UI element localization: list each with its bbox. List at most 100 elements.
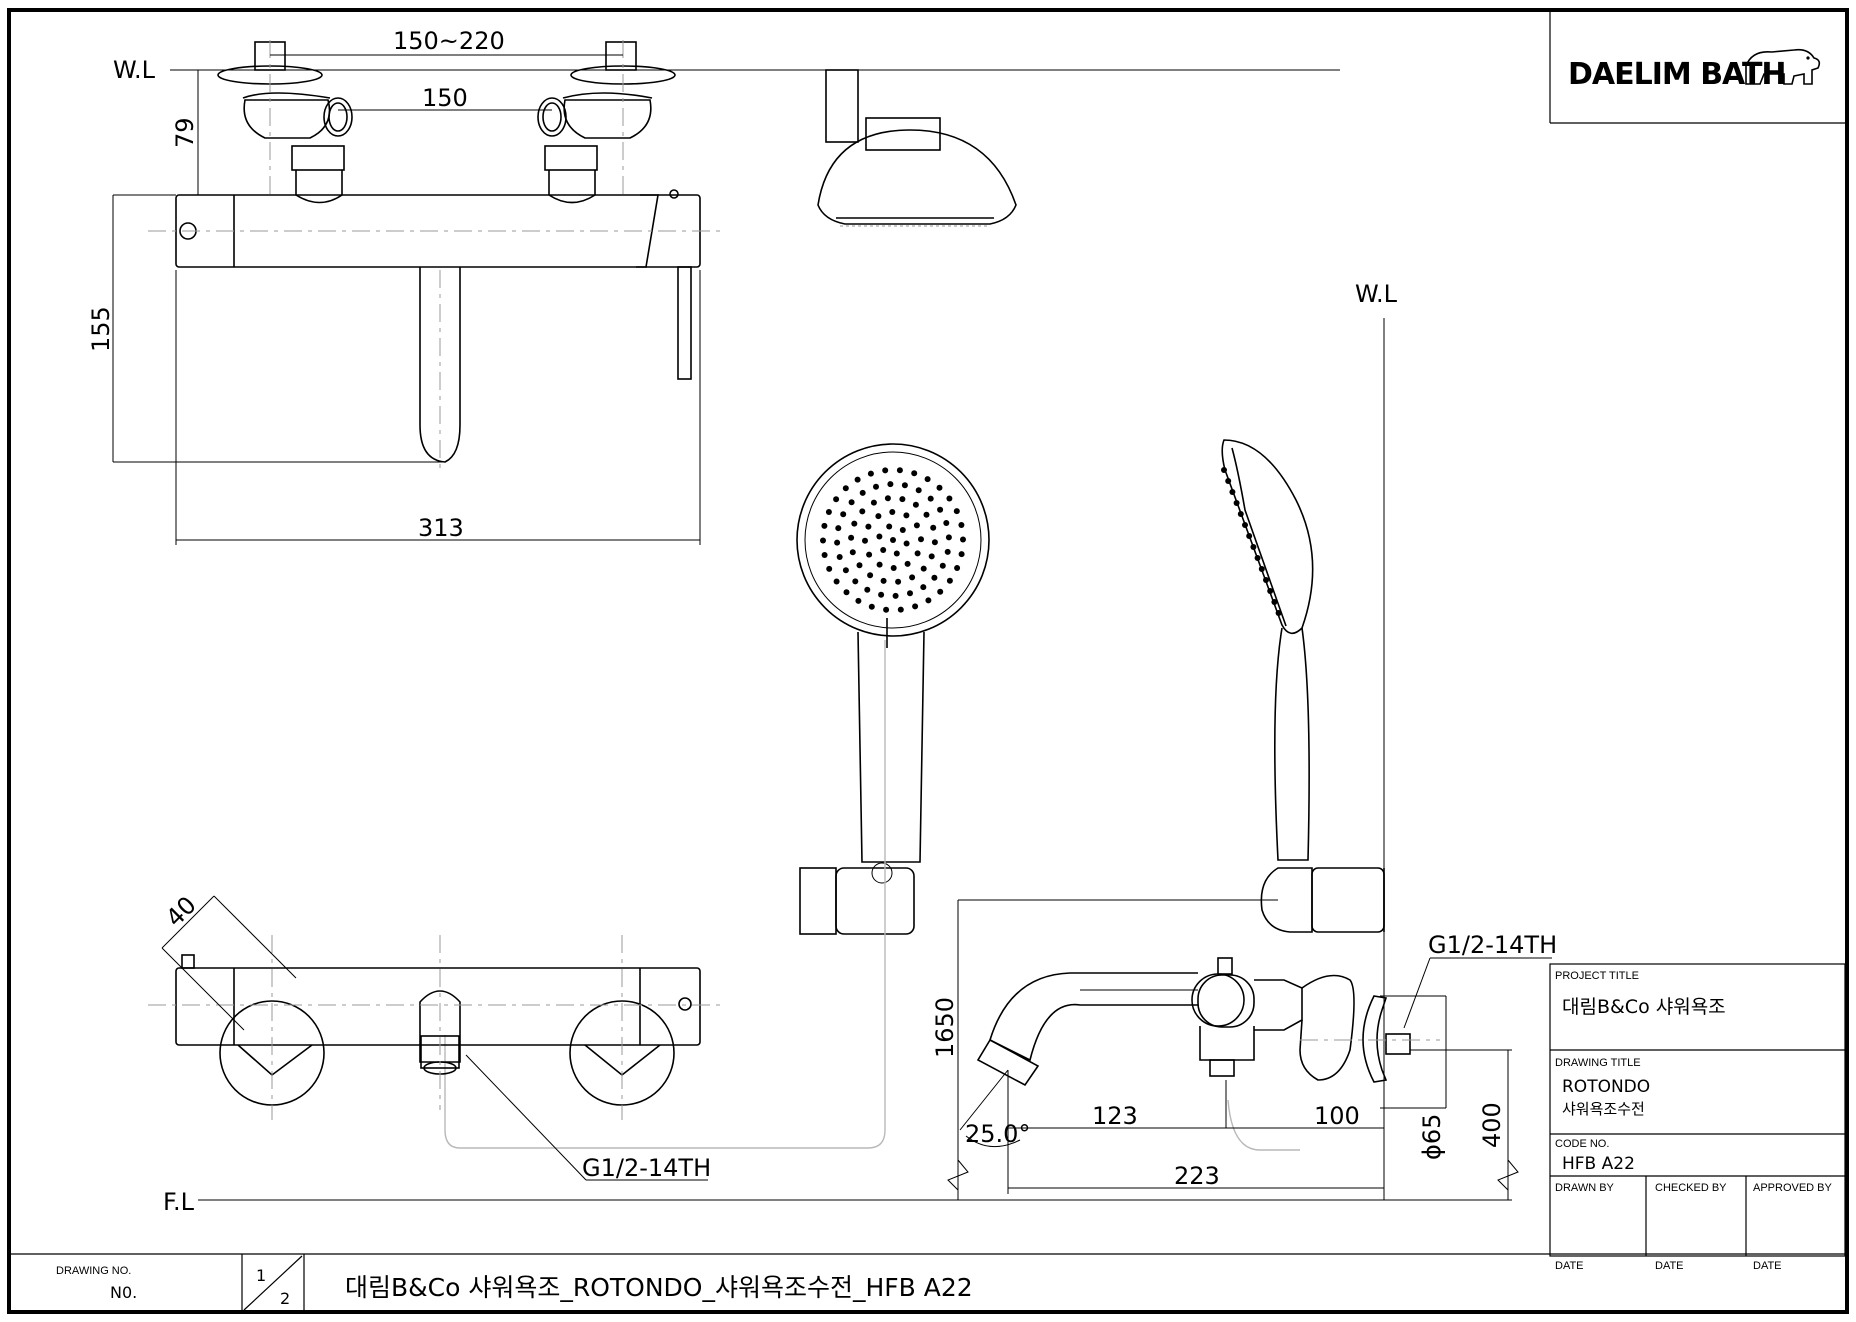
date-label-3: DATE [1753,1260,1782,1272]
nozzle-dot [895,578,902,585]
dim-outlet-thread-front: G1/2-14TH [582,1154,711,1182]
nozzle-dot [848,534,855,541]
dim-flange-diameter: ϕ65 [1418,1114,1446,1160]
nozzle-dot [870,499,877,506]
nozzle-dot [903,540,910,547]
nozzle-dot [943,520,950,526]
nozzle-dot [946,495,953,502]
side-nozzle-pattern [1221,467,1282,616]
sheet-current: 1 [256,1266,266,1285]
nozzle-pattern [820,467,966,613]
logo-block: DAELIM BATH [1549,10,1845,124]
nozzle-dot [884,495,891,502]
date-label-2: DATE [1655,1260,1684,1272]
nozzle-dot [887,481,894,488]
nozzle-dot [897,606,904,613]
nozzle-dot [880,577,887,584]
hand-shower-front [796,443,990,935]
dim-body-length: 313 [418,514,464,542]
nozzle-dot [918,536,924,543]
project-title-label: PROJECT TITLE [1555,970,1639,982]
nozzle-dot [899,496,906,503]
nozzle-dot [915,487,922,494]
side-nozzle-dot [1258,566,1265,572]
checked-by-label: CHECKED BY [1655,1182,1727,1194]
side-nozzle-dot [1246,533,1253,539]
nozzle-dot [937,588,944,595]
dim-body-projection: 100 [1314,1102,1360,1130]
dim-total-projection: 223 [1174,1162,1220,1190]
nozzle-dot [843,589,850,596]
side-view: W.L 1650 G1/2-14TH 123 100 [444,280,1557,1200]
nozzle-dot [958,551,965,558]
nozzle-dot [931,539,938,546]
side-nozzle-dot [1263,577,1269,583]
dim-inlet-spacing-range: 150~220 [393,27,505,55]
nozzle-dot [946,577,953,584]
dim-outlet-thread-side: G1/2-14TH [1428,931,1557,959]
dim-inlet-spacing: 150 [422,84,468,112]
nozzle-dot [883,606,890,613]
nozzle-dot [923,511,930,518]
title-block: PROJECT TITLE 대림B&Co 샤워욕조 DRAWING TITLE … [1549,963,1846,1272]
nozzle-dot [876,561,883,568]
nozzle-dot [911,470,918,477]
top-view: W.L [87,27,1340,545]
nozzle-dot [914,550,921,557]
nozzle-dot [862,537,868,544]
drawing-no: N0. [110,1283,137,1302]
nozzle-dot [909,574,916,581]
nozzle-dot [826,565,833,572]
nozzle-dot [901,482,908,489]
dim-install-height: 1650 [931,997,959,1058]
nozzle-dot [954,565,961,571]
dim-spout-angle: 25.0° [965,1120,1030,1148]
nozzle-dot [873,483,879,490]
nozzle-dot [866,551,873,558]
nozzle-dot [907,590,913,597]
overhead-shower-head [817,69,1017,227]
nozzle-dot [890,565,897,571]
nozzle-dot [903,512,910,519]
drawn-by-label: DRAWN BY [1555,1182,1615,1194]
nozzle-dot [825,509,832,515]
nozzle-dot [859,508,866,515]
bottom-strip: DRAWING NO. N0. 1 2 대림B&Co 샤워욕조_ROTONDO_… [9,1253,1550,1312]
nozzle-dot [868,603,875,610]
nozzle-dot [848,499,855,506]
side-nozzle-dot [1225,478,1232,484]
nozzle-dot [953,508,960,515]
nozzle-dot [849,549,856,556]
nozzle-dot [936,484,943,491]
nozzle-dot [886,523,893,530]
nozzle-dot [913,522,920,529]
nozzle-dot [821,552,828,558]
sheet-border [7,8,1849,1314]
dim-body-depth: 40 [160,891,201,932]
side-nozzle-dot [1237,511,1244,517]
nozzle-dot [833,496,840,503]
code-no-label: CODE NO. [1555,1138,1609,1150]
nozzle-dot [842,485,849,492]
side-nozzle-dot [1221,467,1227,473]
sheet-total: 2 [280,1289,290,1308]
drawing-no-label: DRAWING NO. [56,1265,131,1277]
side-nozzle-dot [1233,500,1240,506]
nozzle-dot [851,520,858,527]
nozzle-dot [820,537,826,544]
nozzle-dot [931,574,938,581]
dim-wall-offset: 79 [171,117,199,148]
side-nozzle-dot [1254,555,1261,561]
nozzle-dot [890,537,896,543]
nozzle-dot [878,591,885,598]
nozzle-dot [835,525,842,532]
wall-line-label-top: W.L [113,56,156,84]
nozzle-dot [912,603,919,610]
side-nozzle-dot [1267,588,1274,594]
date-label-1: DATE [1555,1260,1584,1272]
nozzle-dot [865,523,872,530]
dim-body-height: 155 [87,306,115,352]
nozzle-dot [925,597,932,604]
hand-shower-side [1221,439,1385,933]
